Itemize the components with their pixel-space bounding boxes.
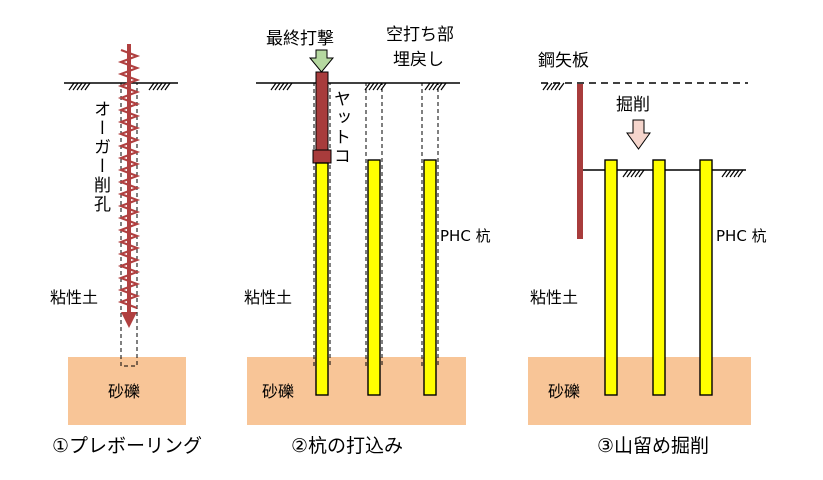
excavation-label: 掘削 bbox=[616, 95, 650, 115]
panel-pile-driving: 砂礫 最終打撃 ヤットコ 空打ち部 埋戻し PHC 杭 粘性土 ②杭の打込み bbox=[244, 25, 491, 457]
ground-hatch-icon bbox=[364, 82, 387, 91]
clay-label: 粘性土 bbox=[530, 288, 578, 307]
panel-caption: ③山留め掘削 bbox=[597, 435, 709, 457]
final-blow-label: 最終打撃 bbox=[266, 29, 334, 49]
follower-rod bbox=[315, 71, 329, 155]
panel-caption: ①プレボーリング bbox=[52, 435, 202, 457]
gravel-layer bbox=[528, 357, 751, 425]
sheet-pile-label: 鋼矢板 bbox=[538, 51, 589, 71]
bore-hole bbox=[365, 82, 383, 367]
follower-cap bbox=[312, 149, 332, 164]
auger-screw-icon bbox=[117, 44, 141, 328]
phc-pile bbox=[604, 159, 618, 396]
down-arrow-icon bbox=[626, 119, 651, 150]
follower-label: ヤットコ bbox=[330, 90, 350, 166]
pile-label: PHC 杭 bbox=[440, 227, 491, 245]
sheet-pile bbox=[577, 84, 583, 239]
down-arrow-icon bbox=[308, 49, 335, 73]
panel-caption: ②杭の打込み bbox=[291, 435, 403, 457]
phc-pile bbox=[423, 159, 437, 396]
gravel-layer bbox=[68, 357, 186, 425]
ground-hatch-icon bbox=[542, 82, 565, 91]
ground-hatch-icon bbox=[622, 169, 645, 178]
pile-label: PHC 杭 bbox=[716, 227, 767, 245]
phc-pile bbox=[699, 159, 713, 396]
ground-hatch-icon bbox=[148, 82, 171, 91]
backfill-label-2: 埋戻し bbox=[393, 50, 444, 70]
phc-pile bbox=[367, 159, 381, 396]
ground-hatch-icon bbox=[68, 82, 91, 91]
panel-preboring: 砂礫 オーガー削孔 粘性土 ①プレボーリング bbox=[50, 44, 202, 457]
gravel-label: 砂礫 bbox=[548, 382, 580, 401]
bore-hole bbox=[421, 82, 439, 367]
phc-pile bbox=[652, 159, 666, 396]
ground-hatch-icon bbox=[424, 82, 447, 91]
backfill-label-1: 空打ち部 bbox=[386, 25, 454, 45]
clay-label: 粘性土 bbox=[50, 288, 98, 307]
auger-label: オーガー削孔 bbox=[90, 100, 111, 214]
clay-label: 粘性土 bbox=[244, 288, 292, 307]
phc-pile bbox=[315, 162, 329, 396]
ground-hatch-icon bbox=[721, 169, 744, 178]
gravel-label: 砂礫 bbox=[108, 382, 140, 401]
panel-excavation: 砂礫 掘削 鋼矢板 PHC 杭 粘性土 ③山留め掘削 bbox=[528, 51, 767, 457]
gravel-label: 砂礫 bbox=[262, 382, 294, 401]
ground-hatch-icon bbox=[270, 82, 293, 91]
